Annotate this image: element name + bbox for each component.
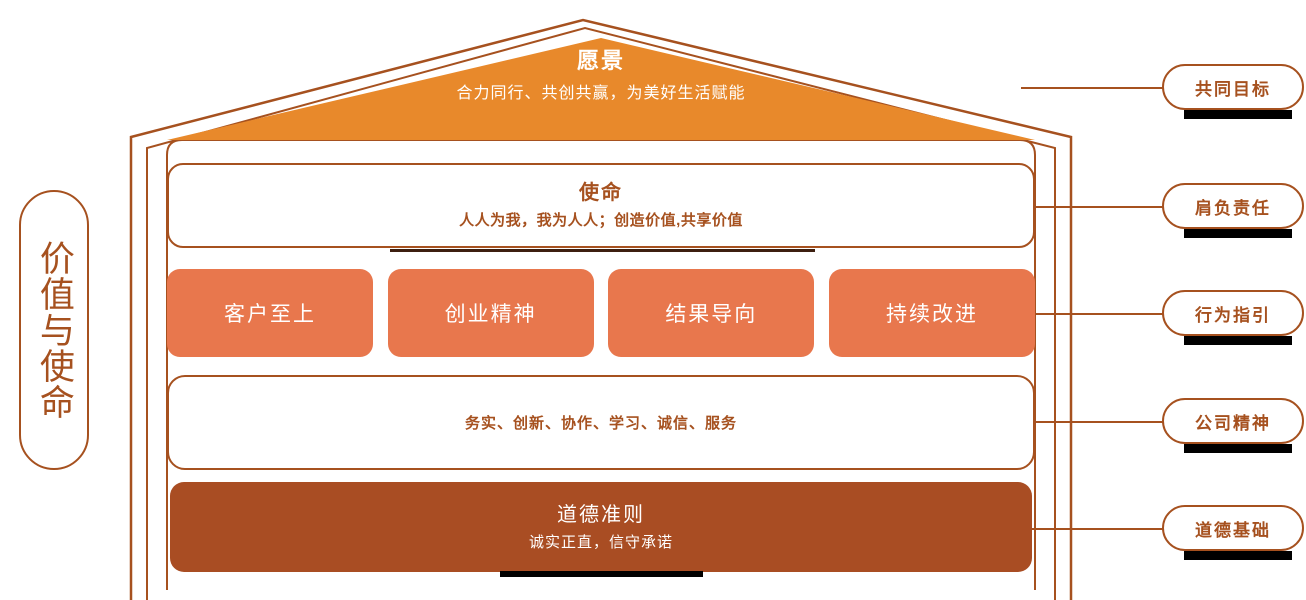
callout-label: 共同目标 (1195, 79, 1271, 99)
connector-line-4 (1035, 421, 1163, 423)
value-card: 持续改进 (828, 269, 1035, 357)
connector-line-3 (1035, 313, 1163, 315)
connector-line-2 (1035, 206, 1163, 208)
ethics-box: 道德准则 诚实正直，信守承诺 (170, 482, 1032, 572)
mission-box: 使命 人人为我，我为人人；创造价值,共享价值 (167, 163, 1035, 248)
mission-label: 使命 (579, 182, 623, 204)
value-card-label: 结果导向 (665, 303, 758, 326)
vision-text: 合力同行、共创共赢，为美好生活赋能 (456, 84, 746, 102)
callout-shadow-bar (1184, 551, 1292, 560)
connector-line-1 (1021, 87, 1163, 89)
callout-label: 肩负责任 (1195, 198, 1271, 218)
callout-shadow-bar (1184, 110, 1292, 119)
callout-ethical-foundation[interactable]: 道德基础 (1162, 505, 1304, 560)
callout-pill[interactable]: 共同目标 (1162, 64, 1304, 110)
side-title-pill: 价值与使命 (19, 190, 89, 470)
ethics-label: 道德准则 (557, 503, 645, 526)
callout-label: 道德基础 (1195, 520, 1271, 540)
callout-pill[interactable]: 公司精神 (1162, 398, 1304, 444)
ethics-underline-bar (500, 571, 703, 577)
ethics-text: 诚实正直，信守承诺 (528, 533, 673, 551)
value-card: 创业精神 (387, 269, 594, 357)
value-card: 结果导向 (608, 269, 815, 357)
mission-text: 人人为我，我为人人；创造价值,共享价值 (459, 212, 743, 229)
callout-company-spirit[interactable]: 公司精神 (1162, 398, 1304, 453)
callout-shadow-bar (1184, 336, 1292, 345)
vision-block: 愿景 合力同行、共创共赢，为美好生活赋能 (167, 47, 1035, 104)
callout-shared-goal[interactable]: 共同目标 (1162, 64, 1304, 119)
value-card-label: 创业精神 (444, 303, 537, 326)
callout-pill[interactable]: 行为指引 (1162, 290, 1304, 336)
value-card-label: 持续改进 (885, 303, 978, 326)
callout-pill[interactable]: 肩负责任 (1162, 183, 1304, 229)
value-card-label: 客户至上 (224, 303, 316, 326)
callout-label: 行为指引 (1195, 305, 1271, 325)
callout-shadow-bar (1184, 229, 1292, 238)
side-title-text: 价值与使命 (34, 240, 74, 420)
value-card: 客户至上 (167, 269, 373, 357)
connector-line-5 (1032, 528, 1163, 530)
spirit-box: 务实、创新、协作、学习、诚信、服务 (167, 375, 1035, 470)
spirit-text: 务实、创新、协作、学习、诚信、服务 (464, 415, 737, 432)
callout-shadow-bar (1184, 444, 1292, 453)
callout-responsibility[interactable]: 肩负责任 (1162, 183, 1304, 238)
vision-label: 愿景 (576, 48, 625, 73)
callout-label: 公司精神 (1195, 413, 1271, 433)
callout-pill[interactable]: 道德基础 (1162, 505, 1304, 551)
mission-underline-bar (390, 249, 815, 252)
callout-behavior-guide[interactable]: 行为指引 (1162, 290, 1304, 345)
values-row: 客户至上 创业精神 结果导向 持续改进 (167, 269, 1035, 357)
